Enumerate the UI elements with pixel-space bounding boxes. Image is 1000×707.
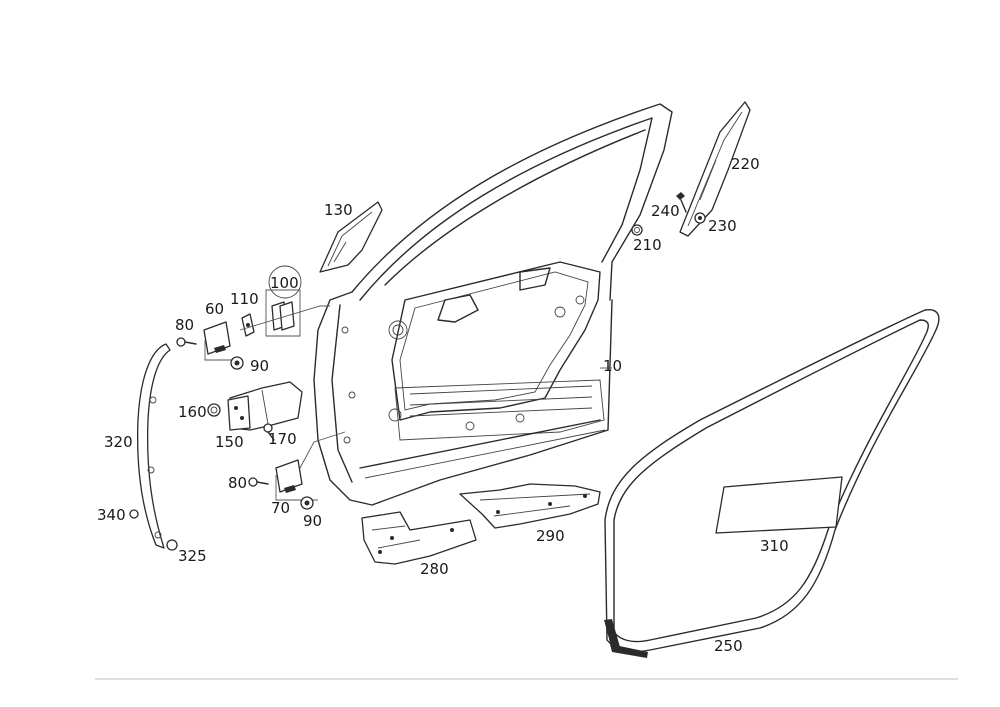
label-110: 110 — [230, 290, 259, 308]
label-325: 325 — [178, 547, 207, 565]
clip-340 — [129, 509, 139, 519]
check-strap-150 — [227, 381, 303, 431]
label-90-lower: 90 — [303, 512, 323, 530]
bolt-80-upper — [176, 337, 197, 347]
label-290: 290 — [536, 527, 565, 545]
nut-90-upper — [230, 356, 244, 370]
leader-110 — [239, 305, 330, 331]
hinge-60 — [203, 321, 240, 361]
label-280: 280 — [420, 560, 449, 578]
label-240: 240 — [651, 202, 680, 220]
corner-cover-130 — [319, 201, 383, 273]
label-340: 340 — [97, 506, 126, 524]
label-230: 230 — [708, 217, 737, 235]
label-10: 10 — [603, 357, 623, 375]
weatherstrip-250 — [604, 309, 940, 658]
bracket-290 — [459, 483, 601, 529]
seal-320 — [137, 343, 171, 549]
label-160: 160 — [178, 403, 207, 421]
hinge-kit-100 — [265, 265, 302, 337]
label-80-lower: 80 — [228, 474, 248, 492]
label-170: 170 — [268, 430, 297, 448]
label-150: 150 — [215, 433, 244, 451]
label-90-upper: 90 — [250, 357, 270, 375]
clip-230 — [694, 212, 706, 224]
label-210: 210 — [633, 236, 662, 254]
label-220: 220 — [731, 155, 760, 173]
nut-160 — [207, 403, 221, 417]
nut-90-lower — [300, 496, 314, 510]
label-80-upper: 80 — [175, 316, 195, 334]
bolt-80-lower — [248, 477, 269, 487]
clip-210 — [631, 224, 643, 236]
window-glass-310 — [715, 476, 843, 534]
label-250: 250 — [714, 637, 743, 655]
bolt-170 — [263, 423, 275, 441]
label-320: 320 — [104, 433, 133, 451]
label-70: 70 — [271, 499, 291, 517]
label-130: 130 — [324, 201, 353, 219]
door-shell-10 — [313, 103, 673, 506]
clip-325 — [166, 539, 178, 551]
label-100: 100 — [270, 274, 299, 292]
screw-240 — [676, 192, 687, 213]
bracket-280 — [361, 511, 477, 565]
pillar-trim-220 — [679, 101, 751, 237]
hinge-bracket-110 — [241, 313, 255, 337]
label-60: 60 — [205, 300, 225, 318]
hinge-70 — [275, 431, 346, 501]
label-310: 310 — [760, 537, 789, 555]
